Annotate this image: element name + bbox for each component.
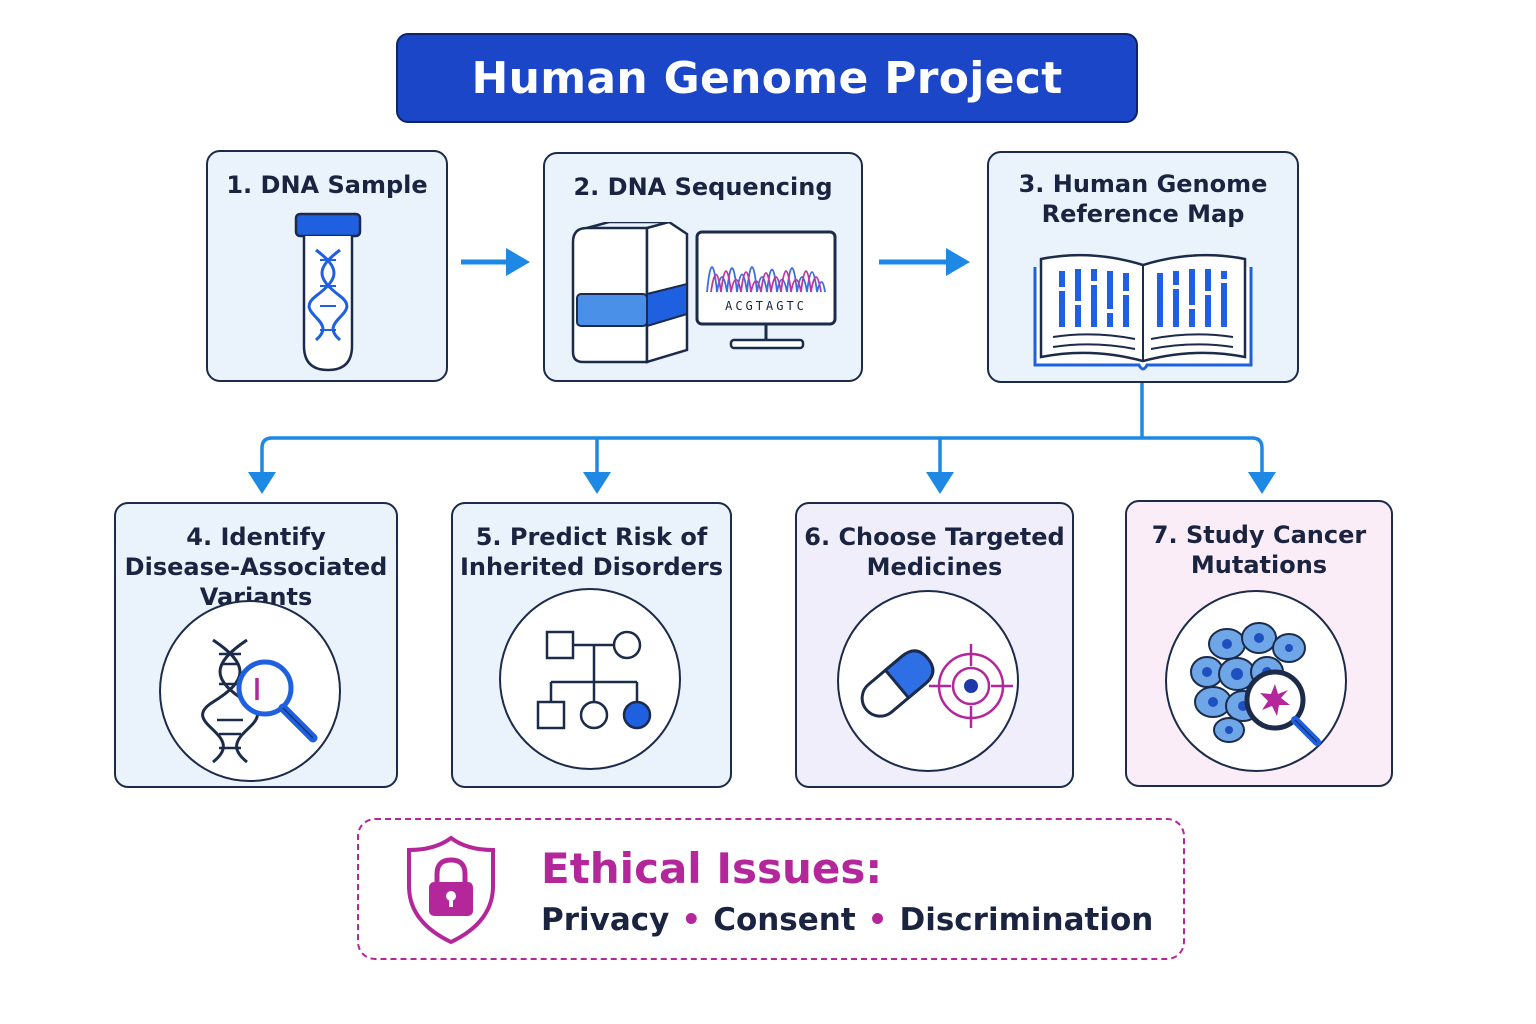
step-7-card: 7. Study Cancer Mutations: [1125, 500, 1393, 787]
pill-target-icon: [860, 644, 1013, 728]
cell-magnifier-icon: [1190, 622, 1321, 746]
step-5-label: 5. Predict Risk of Inherited Disorders: [459, 523, 724, 581]
arrowhead-to-4: [248, 472, 276, 494]
step-5-icon-circle: [499, 588, 681, 770]
step-1-label: 1. DNA Sample: [226, 171, 428, 199]
step-2-label: 2. DNA Sequencing: [573, 173, 833, 201]
test-tube-dna-icon: [294, 212, 362, 372]
ethics-item-discrimination: Discrimination: [899, 902, 1154, 938]
arrow-2-to-3: [879, 248, 970, 276]
target-icon: [929, 644, 1013, 728]
shield-lock-icon: [407, 835, 495, 945]
branch-arrowheads: [248, 472, 1276, 494]
ethics-items: Privacy • Consent • Discrimination: [541, 902, 1153, 938]
step-3-card: 3. Human Genome Reference Map: [987, 151, 1299, 383]
title-banner: Human Genome Project: [396, 33, 1138, 123]
ethics-item-privacy: Privacy: [541, 902, 670, 938]
step-2-card: 2. DNA Sequencing ACGTAGTC: [543, 152, 863, 382]
arrow-1-to-2: [461, 248, 530, 276]
step-7-label: 7. Study Cancer Mutations: [1151, 521, 1367, 579]
arrowhead-to-5: [583, 472, 611, 494]
step-4-card: 4. Identify Disease-Associated Variants: [114, 502, 398, 788]
step-7-icon-circle: [1165, 590, 1347, 772]
pedigree-chart-icon: [536, 630, 652, 730]
dna-magnifier-icon: [201, 638, 318, 764]
separator-dot: •: [681, 902, 702, 938]
step-4-label: 4. Identify Disease-Associated Variants: [124, 523, 388, 611]
ethical-issues-box: Ethical Issues: Privacy • Consent • Discrimi…: [357, 818, 1185, 960]
open-book-icon: [1033, 253, 1253, 371]
page-title: Human Genome Project: [471, 52, 1063, 104]
step-1-card: 1. DNA Sample: [206, 150, 448, 382]
sequencer-monitor-icon: ACGTAGTC: [571, 222, 837, 364]
step-6-card: 6. Choose Targeted Medicines: [795, 502, 1074, 788]
arrowhead-to-7: [1248, 472, 1276, 494]
step-4-icon-circle: [159, 600, 341, 782]
ethics-item-consent: Consent: [713, 902, 856, 938]
step-3-label: 3. Human Genome Reference Map: [1018, 170, 1268, 228]
arrowhead-to-6: [926, 472, 954, 494]
branch-tree: [260, 383, 1264, 476]
monitor-icon: ACGTAGTC: [695, 230, 837, 350]
step-5-card: 5. Predict Risk of Inherited Disorders: [451, 502, 732, 788]
step-6-label: 6. Choose Targeted Medicines: [804, 523, 1065, 581]
separator-dot: •: [867, 902, 888, 938]
sequencer-machine-icon: [571, 222, 689, 364]
ethics-heading: Ethical Issues:: [541, 844, 883, 893]
svg-text:ACGTAGTC: ACGTAGTC: [725, 299, 807, 313]
step-6-icon-circle: [837, 590, 1019, 772]
